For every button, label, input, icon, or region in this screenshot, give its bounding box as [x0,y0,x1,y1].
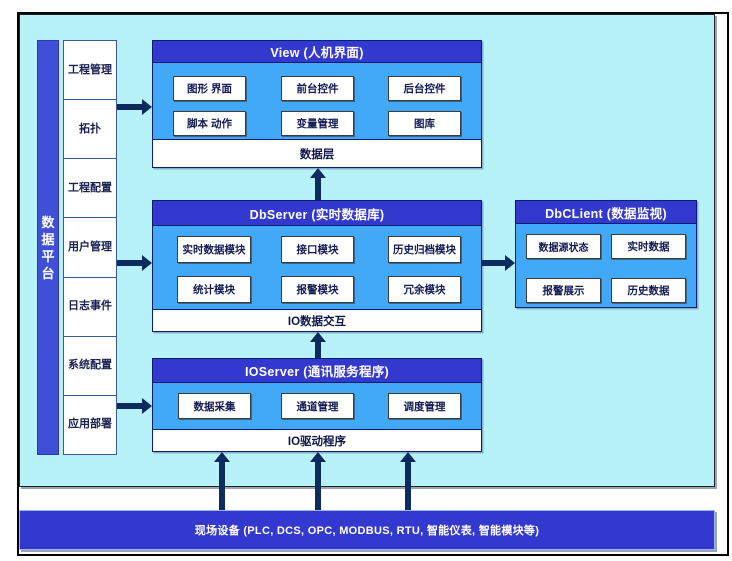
module-realtime-data-view: 实时数据 [611,234,686,259]
dbserver-io-exchange-bar: IO数据交互 [153,309,481,331]
arrow-devices-to-ioserver-right [400,452,416,510]
module-script-actions: 脚本 动作 [173,111,246,136]
module-redundancy: 冗余模块 [388,276,461,303]
ioserver-block-title: IOServer (通讯服务程序) [153,359,481,383]
data-platform-bar: 数据平台 [37,40,59,455]
field-devices-label: 现场设备 (PLC, DCS, OPC, MODBUS, RTU, 智能仪表, … [194,525,540,537]
dbserver-block: DbServer (实时数据库) 实时数据模块 接口模块 历史归档模块 统计模块… [152,200,482,332]
ioserver-block: IOServer (通讯服务程序) 数据采集 通道管理 调度管理 IO驱动程序 [152,358,482,452]
sidebar-item-topology: 拓扑 [64,100,116,160]
module-realtime-data: 实时数据模块 [177,236,251,263]
ioserver-io-driver-bar: IO驱动程序 [153,429,481,451]
module-foreground-controls: 前台控件 [281,76,354,101]
sidebar-item-log-events: 日志事件 [64,278,116,337]
sidebar-item-user-management: 用户管理 [64,218,116,278]
sidebar-item-app-deployment: 应用部署 [68,418,112,431]
data-platform-label: 数据平台 [41,214,55,281]
arrow-sidebar-to-ioserver [117,398,152,414]
arrow-sidebar-to-dbserver [117,255,152,271]
field-devices-bar: 现场设备 (PLC, DCS, OPC, MODBUS, RTU, 智能仪表, … [19,510,715,550]
module-statistics: 统计模块 [177,276,251,303]
module-datasource-status: 数据源状态 [526,234,601,259]
module-history-archive: 历史归档模块 [388,236,461,263]
module-alarm-display: 报警展示 [526,278,601,303]
dbclient-block: DbCLient (数据监视) 数据源状态 实时数据 报警展示 历史数据 [515,200,697,308]
sidebar-item-project-config: 工程配置 [64,159,116,219]
arrow-dbserver-to-view [310,168,326,200]
module-history-data-view: 历史数据 [611,278,686,303]
view-block: View (人机界面) 图形 界面 前台控件 后台控件 脚本 动作 变量管理 图… [152,40,482,168]
module-background-controls: 后台控件 [388,76,461,101]
module-dispatch-management: 调度管理 [388,393,461,419]
arrow-devices-to-ioserver-left [214,452,230,510]
arrow-ioserver-to-dbserver [310,332,326,358]
view-data-layer-bar: 数据层 [153,139,481,167]
module-alarm: 报警模块 [281,276,354,303]
module-variable-management: 变量管理 [281,111,354,136]
module-interface: 接口模块 [281,236,354,263]
arrow-devices-to-ioserver-center [310,452,326,510]
sidebar-item-project-management: 工程管理 [64,41,116,101]
module-graphic-interface: 图形 界面 [173,76,246,101]
platform-function-column: 工程管理 拓扑 工程配置 用户管理 日志事件 系统配置 应用部署 [63,40,117,455]
module-channel-management: 通道管理 [281,393,354,419]
arrow-sidebar-to-view [117,99,152,115]
view-block-title: View (人机界面) [153,41,481,63]
module-gallery: 图库 [388,111,461,136]
dbclient-block-title: DbCLient (数据监视) [516,201,696,224]
sidebar-item-system-config: 系统配置 [64,337,116,396]
dbserver-block-title: DbServer (实时数据库) [153,201,481,226]
module-data-acquisition: 数据采集 [178,393,251,419]
arrow-dbserver-to-dbclient [482,255,515,271]
